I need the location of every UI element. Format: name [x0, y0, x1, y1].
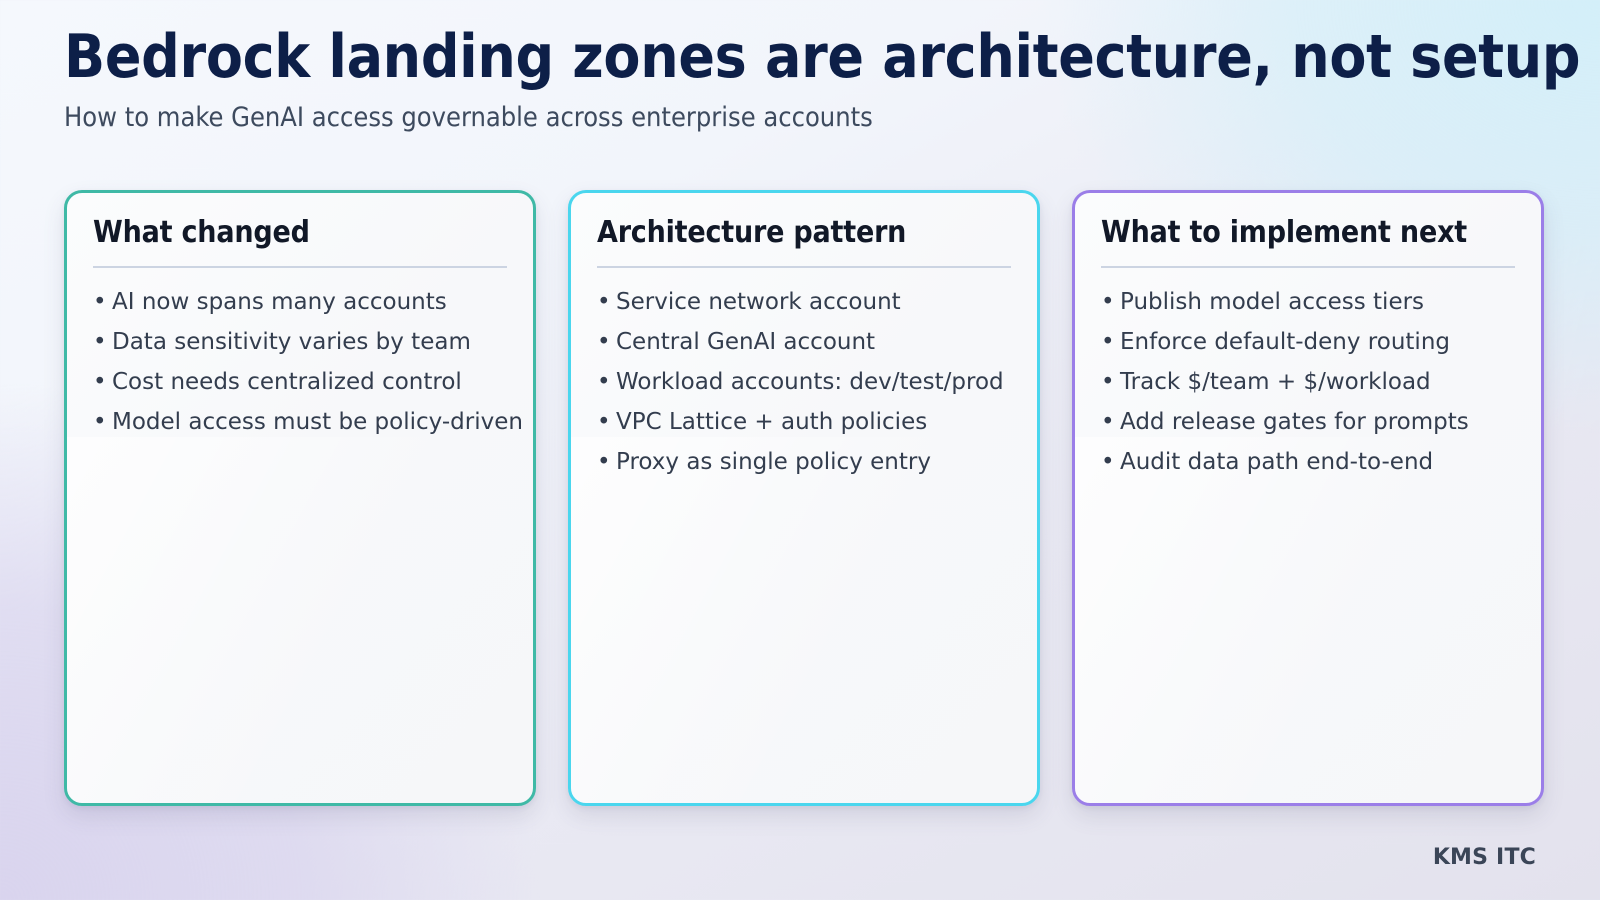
card-divider: [597, 266, 1011, 268]
list-item-label: Cost needs centralized control: [112, 369, 462, 396]
card-title: Architecture pattern: [597, 215, 907, 250]
bullet-icon: •: [1101, 369, 1115, 396]
list-item: • Data sensitivity varies by team: [93, 328, 507, 356]
list-item: • Publish model access tiers: [1101, 288, 1515, 316]
list-item: • Cost needs centralized control: [93, 368, 507, 396]
list-item: • Track $/team + $/workload: [1101, 368, 1515, 396]
list-item-label: Data sensitivity varies by team: [112, 329, 471, 356]
card-bullet-list: • Service network account • Central GenA…: [597, 288, 1011, 476]
footer-brand: KMS ITC: [1432, 845, 1536, 870]
list-item-label: Workload accounts: dev/test/prod: [616, 369, 1004, 396]
card-title: What to implement next: [1101, 215, 1467, 250]
list-item-label: VPC Lattice + auth policies: [616, 409, 928, 436]
bullet-icon: •: [1101, 329, 1115, 356]
card-divider: [93, 266, 507, 268]
list-item: • Model access must be policy-driven: [93, 408, 523, 436]
page-subtitle: How to make GenAI access governable acro…: [64, 102, 873, 134]
slide-header: Bedrock landing zones are architecture, …: [64, 22, 1600, 134]
bullet-icon: •: [93, 329, 107, 356]
card-bullet-list: • Publish model access tiers • Enforce d…: [1101, 288, 1515, 476]
list-item-label: Track $/team + $/workload: [1120, 369, 1431, 396]
list-item: • Enforce default-deny routing: [1101, 328, 1515, 356]
bullet-icon: •: [93, 369, 107, 396]
bullet-icon: •: [597, 329, 611, 356]
bullet-icon: •: [1101, 409, 1115, 436]
bullet-icon: •: [1101, 449, 1115, 476]
card-group: What changed • AI now spans many account…: [64, 190, 1544, 806]
list-item: • Central GenAI account: [597, 328, 1011, 356]
list-item-label: Audit data path end-to-end: [1120, 449, 1434, 476]
list-item-label: Central GenAI account: [616, 329, 876, 356]
list-item: • Audit data path end-to-end: [1101, 448, 1515, 476]
list-item: • Proxy as single policy entry: [597, 448, 1011, 476]
list-item-label: Enforce default-deny routing: [1120, 329, 1450, 356]
bullet-icon: •: [597, 409, 611, 436]
list-item-label: Publish model access tiers: [1120, 289, 1425, 315]
list-item: • AI now spans many accounts: [93, 288, 507, 316]
list-item-label: Model access must be policy-driven: [112, 409, 523, 436]
bullet-icon: •: [597, 449, 611, 476]
card-what-changed[interactable]: What changed • AI now spans many account…: [64, 190, 536, 806]
list-item: • Add release gates for prompts: [1101, 408, 1515, 436]
bullet-icon: •: [93, 409, 107, 436]
bullet-icon: •: [597, 289, 611, 315]
bullet-icon: •: [1101, 289, 1115, 315]
list-item-label: Proxy as single policy entry: [616, 449, 931, 476]
list-item-label: Service network account: [616, 289, 901, 315]
list-item: • Workload accounts: dev/test/prod: [597, 368, 1011, 396]
card-divider: [1101, 266, 1515, 268]
list-item-label: Add release gates for prompts: [1120, 409, 1469, 436]
bullet-icon: •: [597, 369, 611, 396]
card-title: What changed: [93, 215, 310, 250]
list-item: • VPC Lattice + auth policies: [597, 408, 1011, 436]
card-what-to-implement-next[interactable]: What to implement next • Publish model a…: [1072, 190, 1544, 806]
bullet-icon: •: [93, 289, 107, 315]
page-title: Bedrock landing zones are architecture, …: [64, 22, 1581, 92]
card-architecture-pattern[interactable]: Architecture pattern • Service network a…: [568, 190, 1040, 806]
card-bullet-list: • AI now spans many accounts • Data sens…: [93, 288, 523, 436]
list-item: • Service network account: [597, 288, 1011, 316]
list-item-label: AI now spans many accounts: [112, 289, 447, 315]
